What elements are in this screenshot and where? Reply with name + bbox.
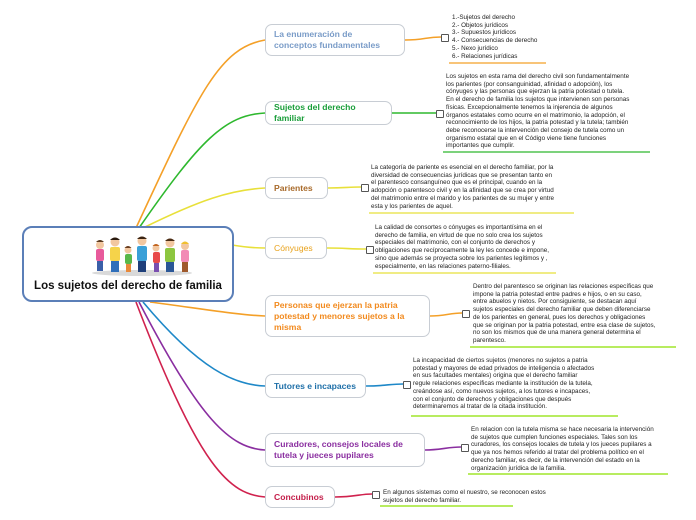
branch-line-6 — [142, 301, 266, 387]
topic-label: Personas que ejerzan la patria potestad … — [274, 299, 405, 332]
branch-line-8 — [135, 301, 266, 498]
detail-checkbox-5[interactable] — [462, 310, 470, 318]
topic-label: Curadores, consejos locales de tutela y … — [274, 439, 403, 460]
detail-checkbox-4[interactable] — [366, 246, 374, 254]
topic-label: Parientes — [274, 182, 313, 193]
detail-line-8 — [334, 493, 373, 498]
detail-checkbox-6[interactable] — [403, 381, 411, 389]
detail-line-6 — [365, 383, 404, 387]
detail-line-4 — [326, 247, 367, 250]
topic-conceptos-fundamentales[interactable]: La enumeración de conceptos fundamentale… — [265, 24, 405, 56]
topic-sujetos-derecho-familiar[interactable]: Sujetos del derecho familiar — [265, 101, 392, 125]
branch-line-5 — [149, 301, 266, 317]
branch-line-7 — [138, 301, 266, 451]
topic-label: La enumeración de conceptos fundamentale… — [274, 29, 381, 50]
detail-checkbox-2[interactable] — [436, 110, 444, 118]
detail-text-6: La incapacidad de ciertos sujetos (menor… — [413, 357, 595, 411]
detail-checkbox-7[interactable] — [461, 444, 469, 452]
topic-concubinos[interactable]: Concubinos — [265, 486, 335, 508]
topic-tutores-incapaces[interactable]: Tutores e incapaces — [265, 374, 366, 398]
detail-text-5: Dentro del parentesco se originan las re… — [473, 283, 656, 344]
central-topic[interactable]: Los sujetos del derecho de familia — [22, 226, 234, 302]
detail-line-3 — [327, 186, 362, 189]
detail-text-3: La categoría de pariente es esencial en … — [371, 164, 555, 210]
topic-label: Concubinos — [274, 491, 324, 502]
topic-parientes[interactable]: Parientes — [265, 177, 328, 199]
detail-text-2: Los sujetos en esta rama del derecho civ… — [446, 73, 630, 150]
detail-line-5 — [429, 312, 463, 317]
topic-label: Tutores e incapaces — [274, 380, 356, 391]
branch-line-1 — [135, 39, 266, 229]
branch-line-2 — [138, 112, 266, 229]
topic-label: Cónyuges — [274, 242, 313, 253]
family-illustration — [92, 236, 192, 276]
topic-label: Sujetos del derecho familiar — [274, 102, 356, 123]
detail-checkbox-1[interactable] — [441, 34, 449, 42]
detail-text-4: La calidad de consortes o cónyuges es im… — [375, 224, 549, 270]
topic-patria-potestad[interactable]: Personas que ejerzan la patria potestad … — [265, 295, 430, 337]
detail-line-7 — [424, 446, 462, 451]
topic-conyuges[interactable]: Cónyuges — [265, 237, 327, 259]
detail-text-7: En relacion con la tutela misma se hace … — [471, 426, 654, 472]
central-title: Los sujetos del derecho de familia — [34, 280, 222, 292]
branch-line-3 — [142, 187, 266, 229]
topic-curadores-consejos[interactable]: Curadores, consejos locales de tutela y … — [265, 433, 425, 467]
detail-text-8: En algunos sistemas como el nuestro, se … — [383, 489, 546, 504]
detail-line-1 — [404, 36, 442, 41]
detail-checkbox-8[interactable] — [372, 491, 380, 499]
detail-text-1: 1.-Sujetos del derecho 2.- Objetos juríd… — [452, 14, 538, 60]
detail-checkbox-3[interactable] — [361, 184, 369, 192]
